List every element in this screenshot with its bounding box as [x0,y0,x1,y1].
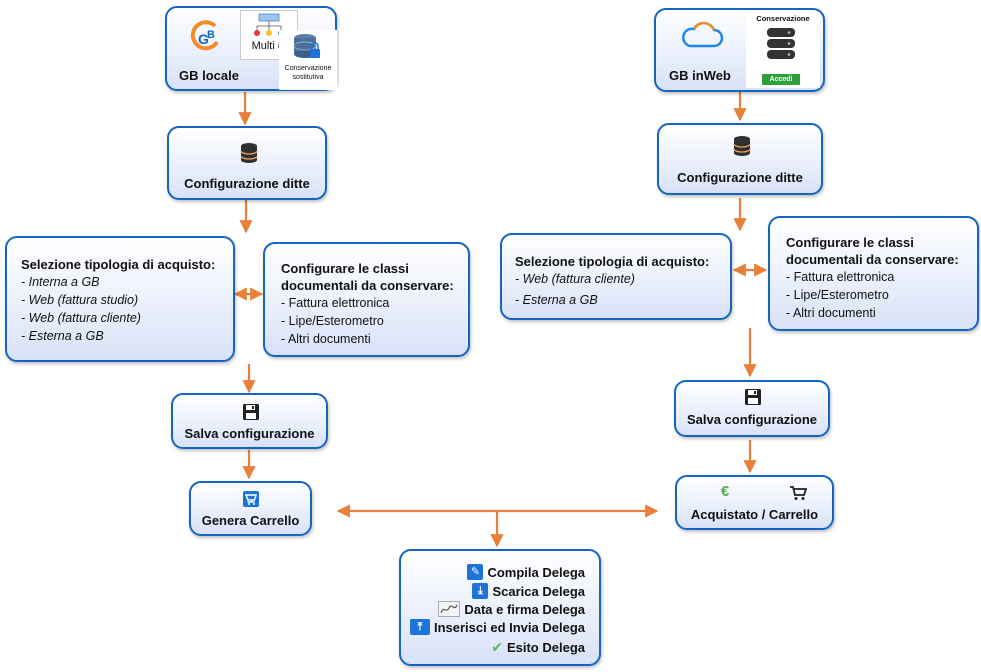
genera-carrello-label: Genera Carrello [201,513,300,528]
delega-invia-label: Inserisci ed Invia Delega [433,619,585,635]
classi-right-item: - Altri documenti [786,306,876,320]
config-ditte-left-label: Configurazione ditte [184,176,310,191]
classi-left-title-2: documentali da conservare: [281,278,454,293]
delega-row-firma: Data e firma Delega [438,601,585,617]
conservazione-tile: Conservazione Accedi [746,12,820,88]
classi-right-title-1: Configurare le classi [786,235,914,250]
svg-text:G: G [198,31,209,47]
gb-locale-box: G B Multi di Conservazione sostitu [165,6,337,91]
classi-right-item: - Fattura elettronica [786,270,895,284]
conservazione-caption-2: sostitutiva [292,74,324,81]
genera-carrello: Genera Carrello [189,481,312,536]
config-ditte-left: Configurazione ditte [167,126,327,200]
classi-left-title-1: Configurare le classi [281,261,409,276]
salva-left-label: Salva configurazione [184,426,315,441]
selezione-left-item: - Interna a GB [21,275,100,289]
edit-icon: ✎ [467,564,484,580]
svg-text:B: B [207,29,215,41]
delega-row-scarica: ⤓ Scarica Delega [472,583,585,599]
floppy-disk-icon [745,389,761,405]
delega-row-esito: ✔ Esito Delega [491,639,585,656]
selezione-left-title: Selezione tipologia di acquisto: [21,257,216,272]
selezione-tipologia-left: Selezione tipologia di acquisto: - Inter… [5,236,235,362]
gb-inweb-label: GB inWeb [669,68,731,83]
gb-locale-label: GB locale [179,68,239,83]
signature-icon [438,601,461,617]
euro-icon: € [721,483,730,500]
database-server-icon [767,28,795,59]
selezione-right-item: - Web (fattura cliente) [515,272,635,286]
delega-esito-label: Esito Delega [506,640,585,655]
org-chart-icon [254,13,284,36]
conservazione-sostitutiva-tile: Conservazione sostitutiva [279,30,337,90]
classi-documentali-right: Configurare le classi documentali da con… [768,216,979,331]
classi-left-item: - Lipe/Esterometro [281,314,384,328]
delega-row-invia: ⤒ Inserisci ed Invia Delega [409,619,585,635]
classi-right-item: - Lipe/Esterometro [786,288,889,302]
multi-di-label: Multi di [251,40,287,52]
selezione-left-item: - Esterna a GB [21,329,104,343]
database-lock-icon [293,34,320,58]
acquistato-carrello: € Acquistato / Carrello [675,475,834,530]
selezione-right-item: - Esterna a GB [515,293,598,307]
floppy-disk-icon [243,404,259,420]
cloud-icon [682,22,724,48]
classi-left-item: - Fattura elettronica [281,296,390,310]
delega-firma-label: Data e firma Delega [464,601,585,617]
config-ditte-right: Configurazione ditte [657,123,823,195]
database-icon [733,136,751,156]
delega-scarica-label: Scarica Delega [492,583,585,599]
classi-left-item: - Altri documenti [281,332,371,346]
classi-documentali-left: Configurare le classi documentali da con… [263,242,470,357]
delega-row-compila: ✎ Compila Delega [467,564,585,580]
accedi-button[interactable]: Accedi [762,74,800,85]
conservazione-title: Conservazione [756,14,810,23]
shopping-cart-icon [790,486,807,500]
download-icon: ⤓ [472,583,489,599]
conservazione-caption-1: Conservazione [284,65,332,72]
gb-logo: G B [189,20,223,54]
gb-inweb-box: Conservazione Accedi GB inWeb [654,8,825,92]
classi-right-title-2: documentali da conservare: [786,252,959,267]
upload-icon: ⤒ [409,619,430,635]
acquistato-label: Acquistato / Carrello [690,507,819,522]
cart-icon [243,491,259,507]
delega-compila-label: Compila Delega [487,564,585,580]
selezione-right-title: Selezione tipologia di acquisto: [515,254,710,269]
selezione-left-item: - Web (fattura studio) [21,293,139,307]
selezione-left-item: - Web (fattura cliente) [21,311,141,325]
selezione-tipologia-right: Selezione tipologia di acquisto: - Web (… [500,233,732,320]
database-icon [240,143,258,163]
delega-box: ✎ Compila Delega ⤓ Scarica Delega Data e… [399,549,601,666]
config-ditte-right-label: Configurazione ditte [677,170,803,185]
checkmark-icon: ✔ [491,639,503,655]
salva-configurazione-right: Salva configurazione [674,380,830,437]
salva-right-label: Salva configurazione [686,412,818,427]
salva-configurazione-left: Salva configurazione [171,393,328,449]
